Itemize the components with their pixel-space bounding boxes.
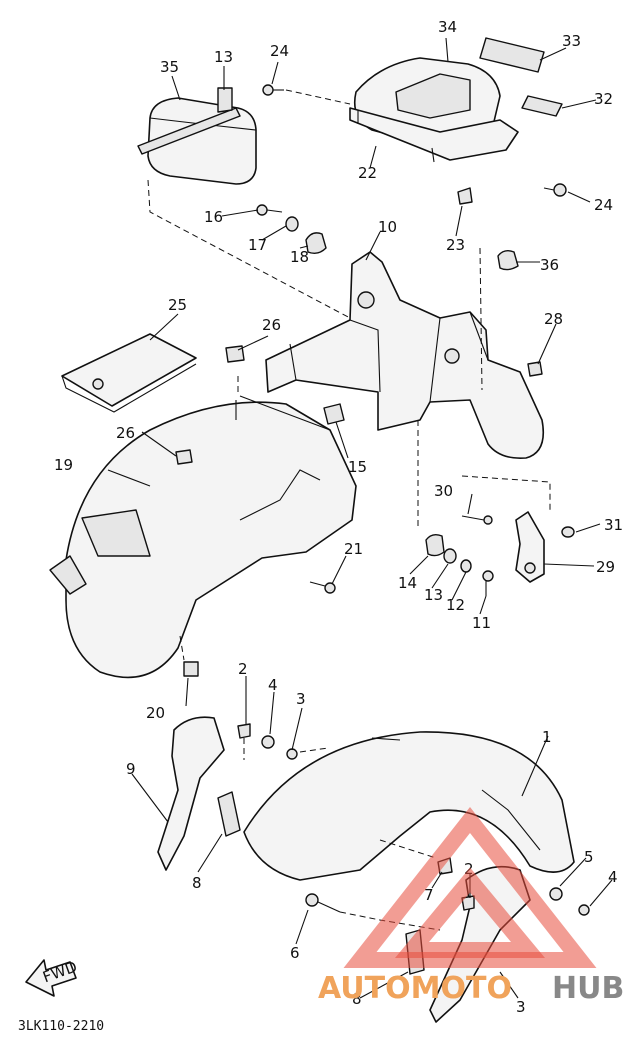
callout-28: 28 bbox=[544, 310, 563, 328]
callout-3-right: 4 bbox=[608, 868, 618, 886]
callout-16: 16 bbox=[204, 208, 223, 226]
callout-34: 34 bbox=[438, 18, 457, 36]
callout-14: 14 bbox=[398, 574, 417, 592]
callout-8-left: 8 bbox=[192, 874, 202, 892]
part-27-strap bbox=[137, 87, 241, 155]
callout-1: 1 bbox=[542, 728, 552, 746]
callout-18: 18 bbox=[290, 248, 309, 266]
part-19-rear-fender bbox=[49, 395, 357, 679]
callout-25: 25 bbox=[168, 296, 187, 314]
callout-20: 20 bbox=[146, 704, 165, 722]
part-18-grommet bbox=[305, 232, 327, 255]
watermark-text-automoto: AUTOMOTO bbox=[318, 971, 512, 1006]
part-6-bolt bbox=[305, 893, 341, 913]
part-24-bolt-right bbox=[543, 183, 567, 197]
watermark-text-hub: HUB bbox=[552, 971, 624, 1006]
callout-21: 21 bbox=[344, 540, 363, 558]
callout-19: 19 bbox=[54, 456, 73, 474]
callout-12: 12 bbox=[446, 596, 465, 614]
callout-27: 13 bbox=[214, 48, 233, 66]
part-16-bolt bbox=[256, 204, 283, 216]
part-29-bracket bbox=[515, 511, 545, 583]
fwd-arrow: FWD bbox=[25, 957, 79, 997]
callout-24-right: 24 bbox=[594, 196, 613, 214]
part-2-nut-top bbox=[237, 723, 251, 739]
callout-22: 22 bbox=[358, 164, 377, 182]
callout-13: 13 bbox=[424, 586, 443, 604]
part-25-plate bbox=[61, 333, 197, 413]
callout-2-top: 2 bbox=[238, 660, 248, 678]
callout-23: 23 bbox=[446, 236, 465, 254]
part-8-damper-left bbox=[217, 791, 241, 837]
part-31-washer bbox=[561, 526, 575, 538]
callout-35: 35 bbox=[160, 58, 179, 76]
part-28-nut bbox=[527, 361, 543, 377]
part-1-front-fender bbox=[243, 731, 575, 881]
part-23-clip bbox=[457, 187, 473, 205]
callout-32: 32 bbox=[594, 90, 613, 108]
callout-7: 7 bbox=[424, 886, 434, 904]
callout-31: 31 bbox=[604, 516, 623, 534]
callout-26-b: 26 bbox=[116, 424, 135, 442]
callout-4-right: 5 bbox=[584, 848, 594, 866]
callout-3-left: 3 bbox=[296, 690, 306, 708]
callout-8-right: 8 bbox=[352, 990, 362, 1008]
part-21-bolt bbox=[309, 581, 336, 594]
callout-26-a: 26 bbox=[262, 316, 281, 334]
watermark-logo: AUTOMOTO HUB bbox=[318, 807, 624, 1006]
part-30-screw bbox=[461, 515, 493, 525]
callout-24-top: 24 bbox=[270, 42, 289, 60]
part-22-tail-bracket bbox=[349, 107, 519, 163]
part-13-collar bbox=[443, 548, 457, 564]
part-4-washer-left bbox=[261, 735, 275, 749]
callout-33: 33 bbox=[562, 32, 581, 50]
part-26-clip-a bbox=[225, 345, 245, 363]
part-32-pad bbox=[521, 95, 563, 117]
callout-11: 11 bbox=[472, 614, 491, 632]
part-14-grommet bbox=[425, 533, 445, 557]
callout-29: 29 bbox=[596, 558, 615, 576]
part-15-clip bbox=[323, 403, 345, 425]
part-17-washer bbox=[285, 216, 299, 232]
callout-5: 3 bbox=[516, 998, 526, 1016]
part-20-bolt bbox=[183, 661, 199, 677]
part-36-grommet bbox=[497, 249, 519, 271]
part-10-frame-bracket bbox=[265, 251, 545, 460]
part-3-bolt-right bbox=[578, 904, 590, 916]
part-4-washer-right bbox=[549, 887, 563, 901]
callout-30: 30 bbox=[434, 482, 453, 500]
part-33-label bbox=[479, 37, 545, 73]
callout-17: 17 bbox=[248, 236, 267, 254]
part-3-bolt-left bbox=[286, 748, 298, 760]
part-11-bolt bbox=[482, 570, 494, 596]
part-12-washer bbox=[460, 559, 472, 573]
part-26-clip-b bbox=[175, 449, 193, 465]
callout-4-left: 4 bbox=[268, 676, 278, 694]
drawing-code: 3LK110-2210 bbox=[18, 1019, 104, 1034]
callout-10: 10 bbox=[378, 218, 397, 236]
callout-15: 15 bbox=[348, 458, 367, 476]
part-9-stay-left bbox=[157, 716, 225, 871]
callout-labels: 35 13 24 34 33 32 22 24 16 17 18 10 23 3… bbox=[54, 18, 623, 1016]
callout-6: 6 bbox=[290, 944, 300, 962]
callout-9: 9 bbox=[126, 760, 136, 778]
part-24-bolt-top bbox=[262, 84, 284, 96]
callout-36: 36 bbox=[540, 256, 559, 274]
